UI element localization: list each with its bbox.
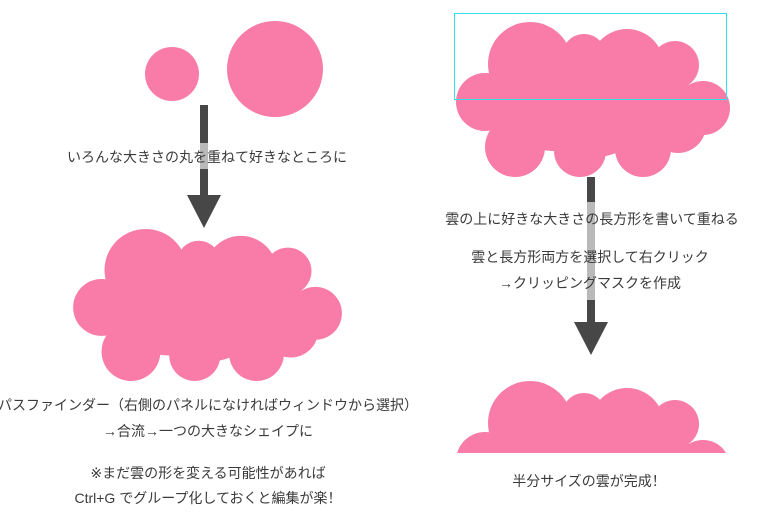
- result-caption: 半分サイズの雲が完成！: [512, 473, 666, 489]
- group-note-line1: ※まだ雲の形を変える可能性があれば: [90, 465, 326, 481]
- pathfinder-caption: パスファインダー（右側のパネルになければウィンドウから選択） →合流→一つの大き…: [0, 392, 418, 444]
- group-note-line2: Ctrl+G でグループ化しておくと編集が楽！: [74, 490, 342, 506]
- clipping-rectangle: [454, 13, 727, 100]
- large-circle: [227, 21, 323, 117]
- clipping-mask-line1: 雲と長方形両方を選択して右クリック: [471, 249, 709, 265]
- merged-cloud-shape: [73, 228, 342, 381]
- clipping-mask-line2: →クリッピングマスクを作成: [499, 275, 681, 291]
- clipped-cloud-shape: [456, 381, 730, 453]
- caption-backdrop: [27, 143, 387, 169]
- pathfinder-caption-line2: →合流→一つの大きなシェイプに: [103, 423, 313, 439]
- group-note-caption: ※まだ雲の形を変える可能性があれば Ctrl+G でグループ化しておくと編集が楽…: [74, 461, 341, 511]
- step1-caption: いろんな大きさの丸を重ねて好きなところに: [67, 149, 347, 165]
- caption-backdrop: [420, 202, 760, 300]
- rectangle-caption: 雲の上に好きな大きさの長方形を書いて重ねる: [445, 211, 739, 227]
- clipping-mask-caption: 雲と長方形両方を選択して右クリック →クリッピングマスクを作成: [471, 244, 709, 296]
- small-circle: [145, 47, 199, 101]
- half-cloud-result: [456, 379, 730, 453]
- pathfinder-caption-line1: パスファインダー（右側のパネルになければウィンドウから選択）: [0, 397, 418, 413]
